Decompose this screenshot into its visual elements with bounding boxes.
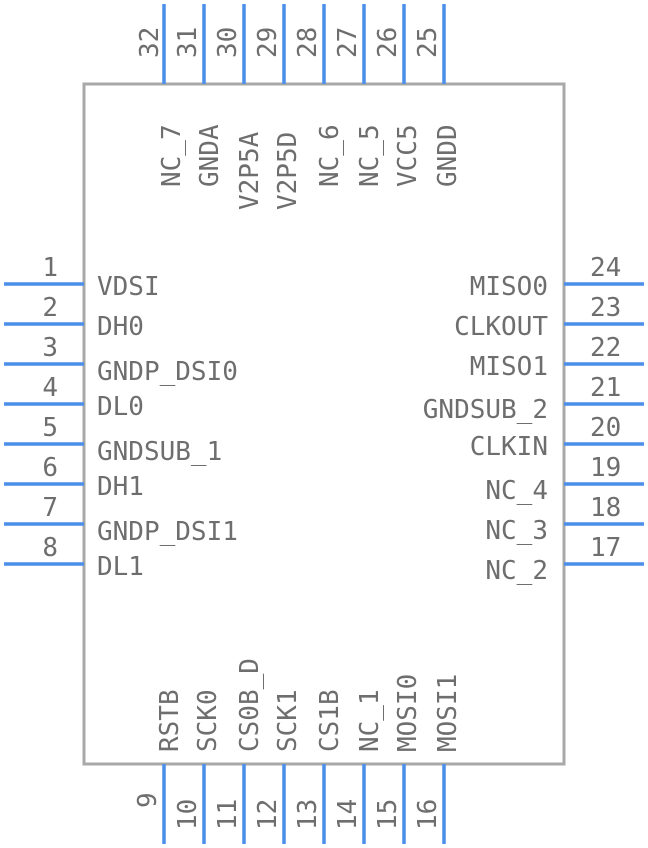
pin-2-name: DH0 (97, 312, 144, 342)
pin-19-number: 19 (590, 453, 621, 483)
pin-6-name: DH1 (97, 472, 144, 502)
pin-15-name: MOSI0 (393, 674, 423, 752)
pin-17-number: 17 (590, 533, 621, 563)
pin-4-number: 4 (42, 373, 58, 403)
pin-9-number: 9 (133, 792, 163, 808)
pin-16-name: MOSI1 (433, 674, 463, 752)
pin-31-name: GNDA (195, 124, 225, 187)
pin-14-number: 14 (333, 799, 363, 830)
pin-20-name: CLKIN (470, 432, 548, 462)
pin-20-number: 20 (590, 413, 621, 443)
pin-2-number: 2 (42, 293, 58, 323)
pin-26-name: VCC5 (393, 124, 423, 187)
pin-21-name: GNDSUB_2 (423, 395, 548, 425)
pin-30-number: 30 (213, 27, 243, 58)
pin-32-name: NC_7 (157, 124, 187, 187)
pin-7-number: 7 (42, 493, 58, 523)
pin-14-name: NC_1 (355, 689, 385, 752)
top-pins: 32 NC_7 31 GNDA 30 V2P5A 29 V2P5D 28 NC_… (135, 4, 463, 210)
pin-30-name: V2P5A (235, 131, 265, 210)
pin-21-number: 21 (590, 373, 621, 403)
pin-32-number: 32 (135, 27, 165, 58)
pin-24-number: 24 (590, 253, 621, 283)
pin-17-name: NC_2 (485, 556, 548, 586)
pin-13-name: CS1B (315, 689, 345, 752)
pin-26-number: 26 (373, 27, 403, 58)
pin-27-number: 27 (333, 27, 363, 58)
pin-24-name: MISO0 (470, 272, 548, 302)
pin-22-name: MISO1 (470, 352, 548, 382)
pin-10-name: SCK0 (193, 689, 223, 752)
pin-18-number: 18 (590, 493, 621, 523)
pin-10-number: 10 (173, 799, 203, 830)
pin-3-number: 3 (42, 333, 58, 363)
left-pins: 1 VDSI 2 DH0 3 GNDP_DSI0 4 DL0 5 GNDSUB_… (4, 253, 238, 582)
pin-9-name: RSTB (155, 689, 185, 752)
ic-body (82, 82, 566, 766)
pin-12-number: 12 (253, 799, 283, 830)
pin-8-number: 8 (42, 533, 58, 563)
pin-25-number: 25 (413, 27, 443, 58)
pin-28-name: NC_6 (315, 124, 345, 187)
pin-25-name: GNDD (433, 124, 463, 187)
pin-12-name: SCK1 (273, 689, 303, 752)
pin-15-number: 15 (373, 799, 403, 830)
pin-13-number: 13 (293, 799, 323, 830)
pin-29-number: 29 (253, 27, 283, 58)
pin-23-number: 23 (590, 293, 621, 323)
pin-3-name: GNDP_DSI0 (97, 357, 238, 387)
pin-16-number: 16 (413, 799, 443, 830)
pin-7-name: GNDP_DSI1 (97, 517, 238, 547)
bottom-pins: 9 RSTB 10 SCK0 11 CS0B_D 12 SCK1 13 CS1B… (133, 658, 463, 844)
pin-4-name: DL0 (97, 392, 144, 422)
pin-23-name: CLKOUT (454, 312, 548, 342)
pin-18-name: NC_3 (485, 516, 548, 546)
pin-22-number: 22 (590, 333, 621, 363)
pin-19-name: NC_4 (485, 476, 548, 506)
right-pins: 24 MISO0 23 CLKOUT 22 MISO1 21 GNDSUB_2 … (423, 253, 644, 586)
pin-11-number: 11 (213, 799, 243, 830)
pin-27-name: NC_5 (355, 124, 385, 187)
pin-28-number: 28 (293, 27, 323, 58)
pin-29-name: V2P5D (273, 132, 303, 210)
pin-1-number: 1 (42, 253, 58, 283)
pin-1-name: VDSI (97, 272, 160, 302)
pin-5-number: 5 (42, 413, 58, 443)
pin-6-number: 6 (42, 453, 58, 483)
pin-31-number: 31 (173, 27, 203, 58)
pin-8-name: DL1 (97, 552, 144, 582)
pin-11-name: CS0B_D (235, 658, 265, 752)
pin-5-name: GNDSUB_1 (97, 437, 222, 467)
